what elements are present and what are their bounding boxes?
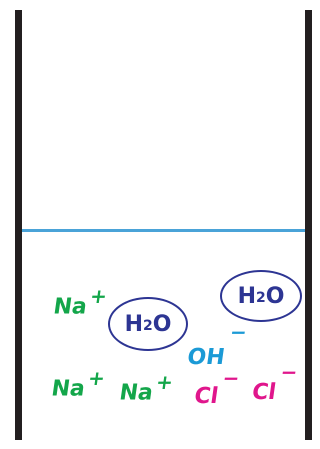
chloride-ion: Cl− <box>250 360 299 405</box>
sodium-ion: Na+ <box>117 370 175 406</box>
ion-symbol: Cl <box>192 384 220 410</box>
ion-charge: + <box>88 284 109 308</box>
beaker-left-wall <box>15 10 22 440</box>
molecule-tail: O <box>152 311 172 337</box>
ion-charge: − <box>279 360 300 384</box>
molecule-element: H <box>124 311 143 337</box>
ion-charge: − <box>221 366 242 390</box>
ion-charge: − <box>228 320 249 344</box>
chloride-ion: Cl− <box>193 366 242 409</box>
ion-symbol: Cl <box>250 380 278 406</box>
ion-symbol: OH <box>185 345 227 371</box>
ion-charge: + <box>154 370 175 394</box>
ion-symbol: Na <box>49 376 87 402</box>
hydroxide-ion: OH− <box>186 320 249 370</box>
molecule-element: H <box>237 283 256 309</box>
sodium-ion: Na+ <box>49 366 107 402</box>
water-surface-line <box>22 229 305 232</box>
ion-symbol: Na <box>117 380 155 406</box>
ion-symbol: Na <box>51 294 89 320</box>
sodium-ion: Na+ <box>51 284 109 320</box>
molecule-subscript: 2 <box>255 290 266 306</box>
beaker-right-wall <box>305 10 312 440</box>
molecule-subscript: 2 <box>142 318 153 334</box>
ion-charge: + <box>86 366 107 390</box>
molecule-tail: O <box>265 283 285 309</box>
